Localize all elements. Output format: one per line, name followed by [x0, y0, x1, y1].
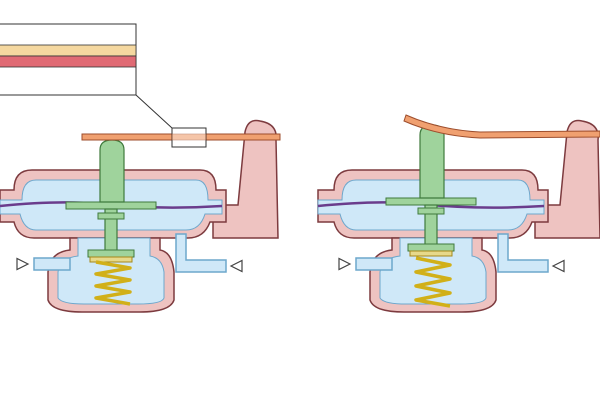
spring-seat — [89, 256, 133, 263]
outlet-pipe-right — [175, 233, 227, 273]
spring-icon — [414, 256, 452, 308]
bimetal-detail-callout — [0, 23, 173, 129]
diaphragm-plate — [385, 197, 477, 206]
stem-upper — [99, 139, 125, 203]
callout-leader-line — [135, 94, 173, 129]
valve-panel-right — [317, 114, 600, 313]
outlet-pipe-right — [497, 233, 549, 273]
lever-arm — [403, 114, 600, 139]
stem-collar — [417, 207, 445, 215]
valve-disc — [87, 249, 135, 258]
bimetal-layer-bottom — [0, 55, 137, 68]
stem-collar — [97, 212, 125, 220]
lever-arm-inside — [171, 133, 207, 141]
flow-arrow-icon — [16, 257, 30, 271]
flow-arrow-icon — [551, 259, 565, 273]
flow-arrow-icon — [338, 257, 352, 271]
inlet-pipe-left — [355, 257, 393, 271]
stem-upper — [419, 124, 445, 199]
valve-panel-left — [0, 119, 281, 313]
diaphragm-plate — [65, 201, 157, 210]
spring-seat — [409, 250, 453, 257]
valve-disc — [407, 243, 455, 252]
bimetal-layer-top — [0, 44, 137, 57]
inlet-pipe-left — [33, 257, 71, 271]
spring-icon — [94, 260, 132, 306]
flow-arrow-icon — [229, 259, 243, 273]
